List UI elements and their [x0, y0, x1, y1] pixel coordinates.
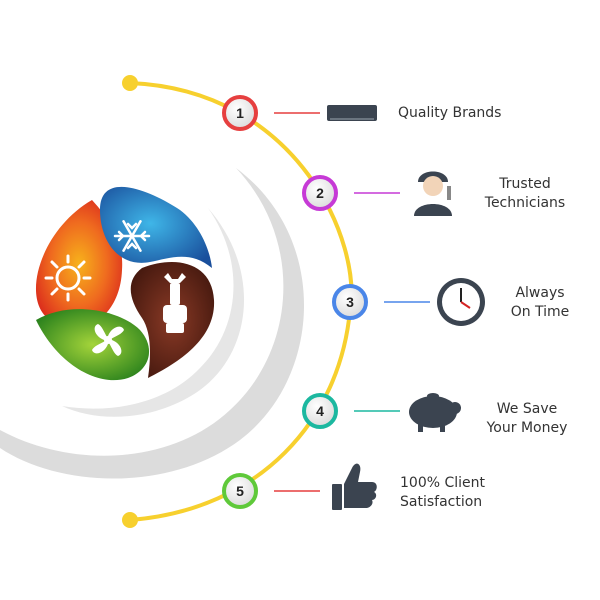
label-line: Technicians [484, 195, 566, 211]
thumbs-up-icon [332, 463, 377, 510]
number-badge-ring [332, 284, 368, 320]
technician-icon [414, 171, 452, 216]
number-badge-ring [222, 95, 258, 131]
shadow-swooshes [0, 168, 305, 479]
label-line: Trusted [499, 176, 551, 192]
step-4: 4 [302, 393, 461, 432]
clock-icon [437, 278, 485, 326]
fan-icon [92, 324, 124, 356]
ventilation-segment [36, 309, 150, 381]
step-number: 3 [346, 294, 354, 310]
heating-segment [35, 200, 123, 328]
repair-segment [130, 261, 215, 378]
hvac-wheel [35, 186, 215, 381]
wrench-fist-icon [163, 273, 187, 333]
step-number: 5 [236, 483, 244, 499]
step-3-label: Always On Time [490, 284, 590, 322]
arc-end-dot [122, 512, 138, 528]
step-number: 1 [236, 105, 244, 121]
label-line: On Time [510, 304, 570, 320]
snowflake-icon [113, 220, 151, 252]
step-5-label: 100% Client Satisfaction [400, 474, 485, 512]
step-5: 5 [222, 463, 377, 510]
label-line: Your Money [486, 420, 568, 436]
arc-start-dot [122, 75, 138, 91]
sun-icon [44, 254, 92, 302]
step-2: 2 [302, 171, 452, 216]
label-line: We Save [496, 401, 558, 417]
label-line: 100% Client [400, 475, 486, 491]
step-number: 2 [316, 185, 324, 201]
step-4-label: We Save Your Money [472, 400, 582, 438]
step-number: 4 [316, 403, 324, 419]
cooling-segment [100, 186, 212, 268]
piggy-bank-icon [409, 393, 461, 432]
label-line: Satisfaction [400, 494, 483, 510]
step-1-label: Quality Brands [398, 104, 501, 123]
step-2-label: Trusted Technicians [470, 175, 580, 213]
label-line: Always [515, 285, 565, 301]
air-conditioner-icon [327, 105, 377, 121]
outer-swoosh [0, 168, 305, 479]
step-3: 3 [332, 278, 485, 326]
label-line: Quality Brands [398, 105, 502, 121]
number-badge-ring [222, 473, 258, 509]
step-1: 1 [222, 95, 377, 131]
number-badge-ring [302, 393, 338, 429]
number-badge-ring [302, 175, 338, 211]
